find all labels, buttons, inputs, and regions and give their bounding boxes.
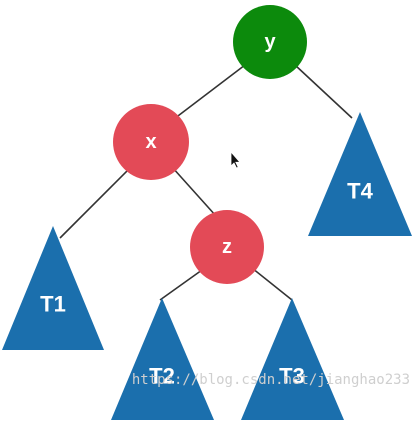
edge-x-z xyxy=(171,166,217,217)
mouse-cursor-icon xyxy=(230,150,241,169)
watermark-text: https://blog.csdn.net/jianghao233 xyxy=(132,372,410,388)
node-x-label: x xyxy=(145,131,156,153)
edge-x-t1 xyxy=(59,165,133,239)
subtree-t4-label: T4 xyxy=(347,179,373,204)
node-x-circle xyxy=(113,104,189,180)
node-z: z xyxy=(190,210,264,284)
node-z-circle xyxy=(190,210,264,284)
subtree-t2: T2 xyxy=(111,298,214,420)
node-z-label: z xyxy=(222,236,232,258)
subtree-t1-label: T1 xyxy=(40,292,66,317)
subtree-t2-label: T2 xyxy=(149,364,175,389)
edge-z-t3 xyxy=(251,267,293,301)
subtree-t3-triangle xyxy=(241,298,344,420)
edge-y-x xyxy=(169,64,246,123)
subtree-t3-label: T3 xyxy=(279,364,305,389)
node-x: x xyxy=(113,104,189,180)
subtree-t4-triangle xyxy=(308,112,412,236)
subtree-t3: T3 xyxy=(241,298,344,420)
edge-z-t2 xyxy=(159,269,203,301)
subtree-t1-triangle xyxy=(2,226,104,350)
subtree-t1: T1 xyxy=(2,226,104,350)
node-y: y xyxy=(233,5,307,79)
subtree-t4: T4 xyxy=(308,112,412,236)
node-y-label: y xyxy=(264,31,276,53)
edge-y-t4 xyxy=(294,64,353,119)
node-y-circle xyxy=(233,5,307,79)
edges xyxy=(59,64,353,301)
subtree-t2-triangle xyxy=(111,298,214,420)
